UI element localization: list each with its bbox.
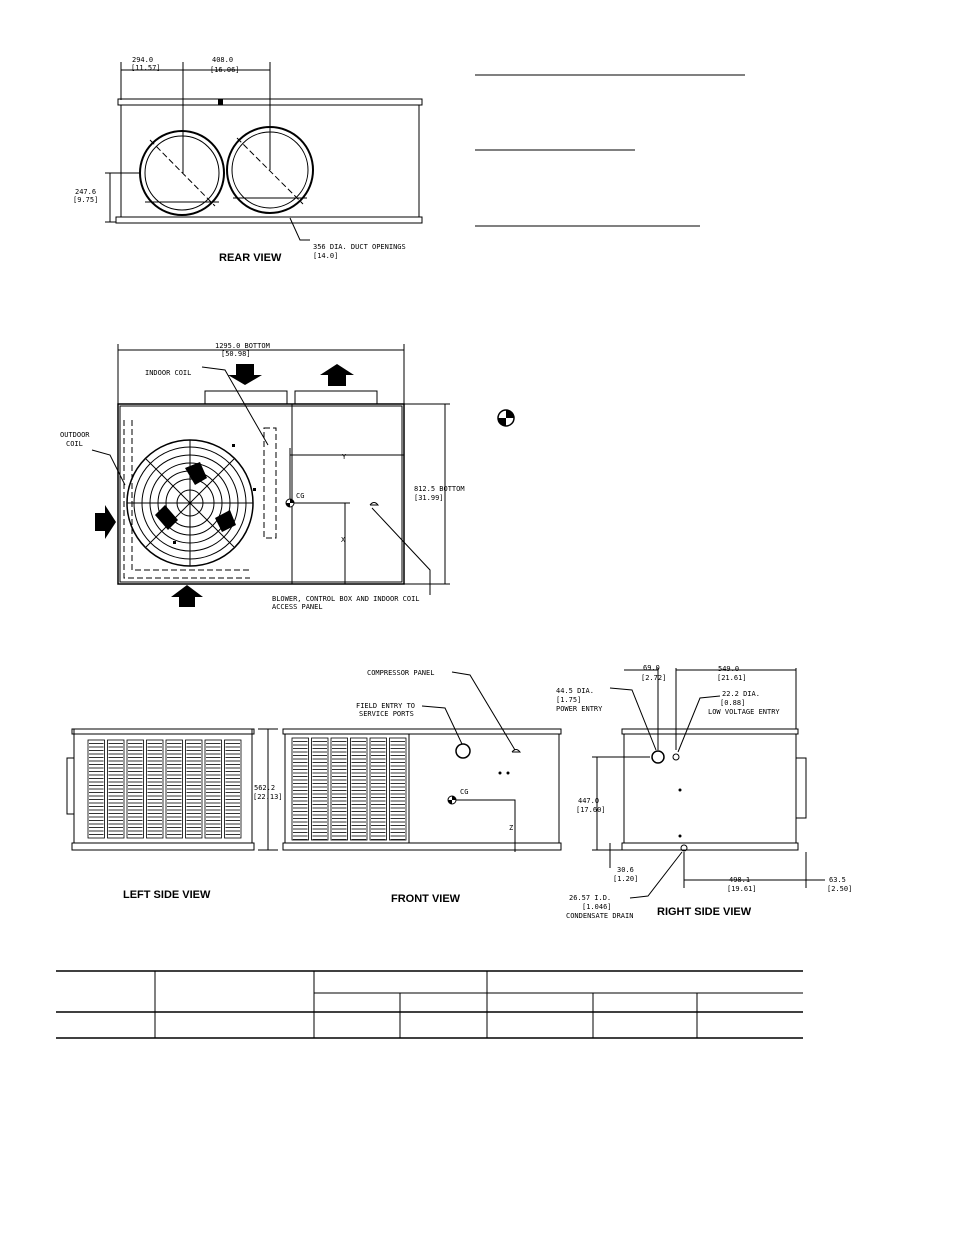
right-side-panel <box>623 733 797 844</box>
cg-marker-front <box>447 795 457 805</box>
arrow-up-icon <box>171 585 203 607</box>
grille-column <box>185 739 203 839</box>
field-entry-label-2: SERVICE PORTS <box>359 710 414 718</box>
left-height-in: [22.13] <box>253 793 283 801</box>
dim-447-mm: 447.0 <box>578 797 599 805</box>
dim-635-mm: 63.5 <box>829 876 846 884</box>
front-view-title: FRONT VIEW <box>391 893 461 905</box>
low-voltage-label-3: LOW VOLTAGE ENTRY <box>708 708 780 716</box>
power-entry-label-2: [1.75] <box>556 696 581 704</box>
rear-duct-label-in: [14.0] <box>313 252 338 260</box>
top-outline <box>117 403 405 585</box>
rear-dim-height-mm: 247.6 <box>75 188 96 196</box>
grille-column <box>389 737 407 841</box>
power-entry-hole <box>651 750 665 764</box>
x-dimension-label: X <box>341 536 346 544</box>
top-width-in: [50.98] <box>221 350 251 358</box>
dim-498-mm: 498.1 <box>729 876 750 884</box>
access-panel-label-2: ACCESS PANEL <box>272 603 323 611</box>
grille-column <box>87 739 105 839</box>
left-side-view-title: LEFT SIDE VIEW <box>123 889 211 901</box>
grille-column <box>204 739 222 839</box>
dim-69-in: [2.72] <box>641 674 666 682</box>
left-height-mm: 562.2 <box>254 784 275 792</box>
left-side-grille <box>87 739 242 839</box>
low-voltage-label-2: [0.88] <box>720 699 745 707</box>
top-width-mm: 1295.0 BOTTOM <box>215 342 270 350</box>
dimension-table <box>56 970 803 1039</box>
top-height-in: [31.99] <box>414 494 444 502</box>
y-dimension-label: Y <box>342 453 347 461</box>
drain-label-2: [1.046] <box>582 903 612 911</box>
fan-blade <box>215 510 236 532</box>
arrow-down-icon <box>228 364 262 385</box>
power-entry-label-3: POWER ENTRY <box>556 705 603 713</box>
dim-549-in: [21.61] <box>717 674 747 682</box>
compressor-panel-label: COMPRESSOR PANEL <box>367 669 434 677</box>
grille-column <box>369 737 387 841</box>
indoor-coil-outline <box>263 427 277 539</box>
dim-447-in: [17.60] <box>576 806 606 814</box>
front-coil-grille <box>291 737 407 841</box>
grille-column <box>126 739 144 839</box>
condensate-drain <box>680 844 688 852</box>
airflow-arrows <box>95 364 354 607</box>
rear-duct-label: 356 DIA. DUCT OPENINGS <box>313 243 406 251</box>
low-voltage-label-1: 22.2 DIA. <box>722 690 760 698</box>
grille-column <box>350 737 368 841</box>
rear-view-title: REAR VIEW <box>219 252 282 264</box>
front-view <box>282 671 562 852</box>
dim-69-mm: 69.0 <box>643 664 660 672</box>
grille-column <box>107 739 125 839</box>
front-cg-label: CG <box>460 788 468 796</box>
dim-549-mm: 549.0 <box>718 665 739 673</box>
service-port-entry <box>455 743 471 759</box>
field-entry-label-1: FIELD ENTRY TO <box>356 702 415 710</box>
outdoor-coil-label-2: COIL <box>66 440 83 448</box>
cg-marker-top <box>285 498 295 508</box>
grille-column <box>311 737 329 841</box>
rear-view <box>105 62 423 241</box>
grille-column <box>165 739 183 839</box>
dim-306-mm: 30.6 <box>617 866 634 874</box>
arrow-up-icon <box>320 364 354 386</box>
outdoor-coil-label-1: OUTDOOR <box>60 431 90 439</box>
top-view <box>91 344 450 595</box>
grille-column <box>224 739 242 839</box>
rear-dim-left-in: [11.57] <box>131 64 161 72</box>
left-side-view <box>66 728 278 851</box>
dim-498-in: [19.61] <box>727 885 757 893</box>
grille-column <box>146 739 164 839</box>
grille-column <box>291 737 309 841</box>
drain-label-1: 26.57 I.D. <box>569 894 611 902</box>
rear-base-rail <box>115 216 423 224</box>
rear-dim-left-mm: 294.0 <box>132 56 153 64</box>
fan-blade <box>185 462 207 485</box>
outdoor-coil-outline <box>123 420 250 579</box>
low-voltage-entry-hole <box>672 753 680 761</box>
rear-dim-height-in: [9.75] <box>73 196 98 204</box>
z-dimension-label: Z <box>509 824 513 832</box>
dim-306-in: [1.20] <box>613 875 638 883</box>
access-panel-label-1: BLOWER, CONTROL BOX AND INDOOR COIL <box>272 595 420 603</box>
right-side-view-title: RIGHT SIDE VIEW <box>657 906 752 918</box>
rear-dim-right-in: [16.06] <box>210 66 240 74</box>
indoor-coil-label: INDOOR COIL <box>145 369 191 377</box>
top-cg-label: CG <box>296 492 304 500</box>
rear-dim-right-mm: 408.0 <box>212 56 233 64</box>
fan-blade <box>155 505 178 530</box>
drain-label-3: CONDENSATE DRAIN <box>566 912 633 920</box>
power-entry-label-1: 44.5 DIA. <box>556 687 594 695</box>
cg-symbol-legend <box>497 409 515 427</box>
top-height-mm: 812.5 BOTTOM <box>414 485 465 493</box>
grille-column <box>330 737 348 841</box>
right-side-view <box>592 668 825 899</box>
arrow-right-icon <box>95 505 116 539</box>
dim-635-in: [2.50] <box>827 885 852 893</box>
